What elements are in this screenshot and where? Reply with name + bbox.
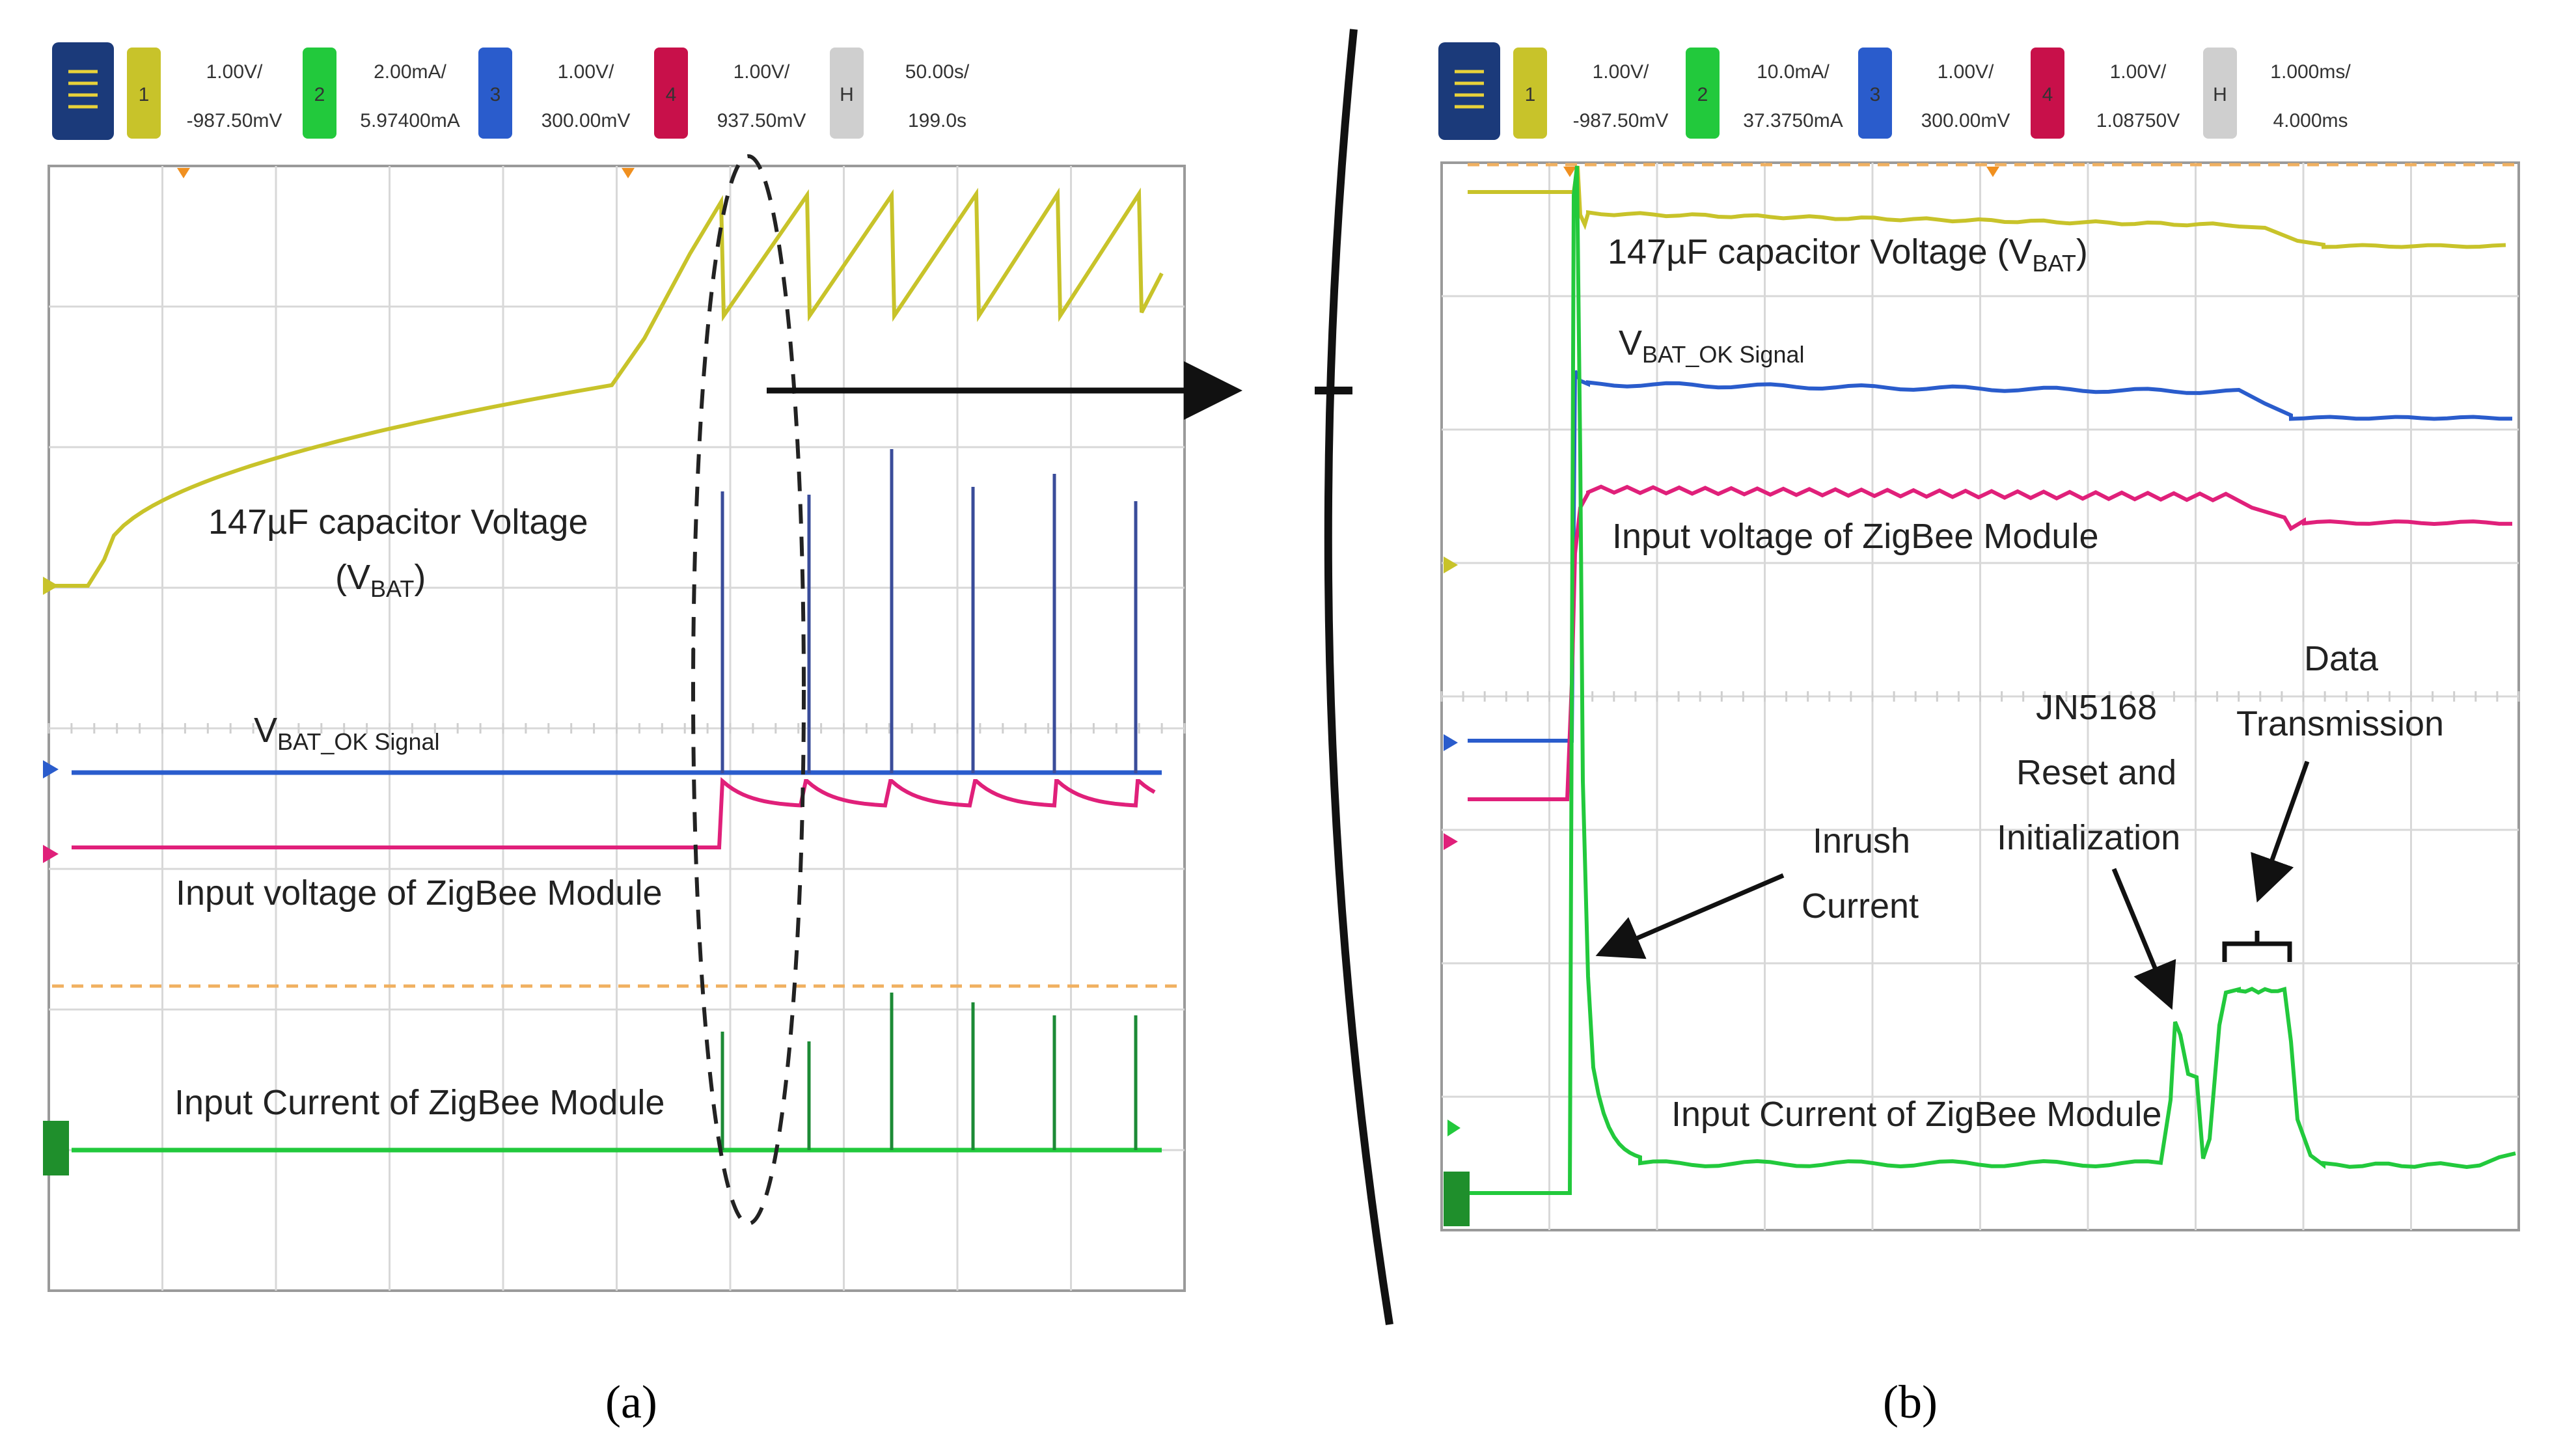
- channel-3-scale: 1.00V/: [558, 61, 614, 83]
- channel-4-offset: 937.50mV: [717, 110, 806, 131]
- channel-3-scale: 1.00V/: [1938, 61, 1994, 83]
- panel-a-zoom-ellipse: [691, 154, 806, 1226]
- panel-b: 1 1.00V/ -987.50mV 2 10.0mA/37.3750mA 3 1.00V/…: [1438, 42, 2520, 1231]
- channel-H-button[interactable]: [830, 48, 864, 139]
- channel-1-id: 1: [139, 84, 150, 105]
- panel-b-inrush-label-line2: Current: [1802, 886, 1919, 926]
- channel-1-scale: 1.00V/: [206, 61, 263, 83]
- menu-icon[interactable]: [1438, 42, 1500, 140]
- panel-a-trigger-marker-1: [177, 168, 190, 178]
- ch4-marker-icon: [43, 845, 59, 863]
- channel-3-id: 3: [1870, 84, 1881, 105]
- panel-a-zigbee-current-label: Input Current of ZigBee Module: [174, 1083, 665, 1122]
- panel-a-vbat-ok-label: VBAT_OK Signal: [254, 711, 439, 755]
- channel-H-offset: 4.000ms: [2273, 110, 2348, 131]
- channel-H-id: H: [840, 84, 854, 105]
- channel-H-id: H: [2213, 84, 2227, 105]
- channel-4-id: 4: [666, 84, 677, 105]
- panel-b-channel-markers: [1444, 556, 1470, 1226]
- panel-b-vbat-label: 147µF capacitor Voltage (VBAT): [1608, 232, 2088, 277]
- panel-b-toolbar: 1 1.00V/ -987.50mV 2 10.0mA/37.3750mA 3 1.00V/…: [1438, 42, 2351, 140]
- channel-1-offset: -987.50mV: [1573, 110, 1669, 131]
- channel-4-scale: 1.00V/: [733, 61, 790, 83]
- panel-b-inrush-label-line1: Inrush: [1813, 821, 1910, 860]
- panel-b-series-zigbee-current: [1468, 165, 2516, 1195]
- channel-1-offset: -987.50mV: [187, 110, 282, 131]
- channel-4-button[interactable]: [2031, 48, 2064, 139]
- panel-a-current-pulses: [720, 993, 1138, 1150]
- panel-a-vbat-label-line2: (VBAT): [335, 558, 426, 602]
- channel-3-offset: 300.00mV: [542, 110, 631, 131]
- channel-4-button[interactable]: [654, 48, 688, 139]
- panel-a-zigbee-voltage-label: Input voltage of ZigBee Module: [176, 873, 662, 913]
- panel-a-vbat-label-line1: 147µF capacitor Voltage: [208, 502, 588, 542]
- channel-1-button[interactable]: [127, 48, 161, 139]
- panel-b-data-arrow: [2251, 760, 2310, 903]
- channel-H-offset: 199.0s: [908, 110, 967, 131]
- channel-2-id: 2: [1697, 84, 1708, 105]
- ch2-marker-icon: [43, 1121, 69, 1175]
- panel-a-trigger-marker-2: [622, 168, 635, 178]
- caption-a: (a): [605, 1376, 657, 1428]
- ch4-marker-icon: [1444, 833, 1458, 850]
- panel-b-data-label-line1: Data: [2304, 639, 2379, 678]
- panel-b-vbat-ok-label: VBAT_OK Signal: [1619, 323, 1804, 368]
- channel-4-id: 4: [2042, 84, 2053, 105]
- channel-2-id: 2: [314, 84, 325, 105]
- panel-b-trigger-marker-1: [1563, 167, 1576, 177]
- panel-b-series-vbat-ok: [1468, 370, 2513, 743]
- caption-b: (b): [1883, 1376, 1938, 1428]
- channel-1-button[interactable]: [1513, 48, 1547, 139]
- panel-a: 1 1.00V/ -987.50mV 2 2.00mA/5.97400mA 3 1.00V/…: [43, 42, 1242, 1292]
- channel-H-button[interactable]: [2203, 48, 2237, 139]
- channel-H-scale: 50.00s/: [905, 61, 970, 83]
- trigger-marker-icon: [1447, 1119, 1460, 1136]
- panel-a-grid: [48, 166, 1186, 1291]
- panel-a-vbat-ok-spikes: [720, 449, 1138, 773]
- channel-2-scale: 2.00mA/: [374, 61, 446, 83]
- menu-icon[interactable]: [52, 42, 114, 140]
- channel-2-offset: 37.3750mA: [1743, 110, 1843, 131]
- channel-3-id: 3: [490, 84, 501, 105]
- channel-2-scale: 10.0mA/: [1757, 61, 1830, 83]
- ch3-marker-icon: [1444, 734, 1458, 751]
- panel-b-inrush-arrow: [1595, 873, 1785, 959]
- channel-H-scale: 1.000ms/: [2270, 61, 2351, 83]
- panel-b-data-label-line2: Transmission: [2236, 704, 2444, 743]
- channel-3-button[interactable]: [478, 48, 512, 139]
- panel-b-grid: [1440, 163, 2520, 1230]
- channel-4-scale: 1.00V/: [2110, 61, 2167, 83]
- panel-b-data-brace: [2222, 931, 2292, 962]
- channel-4-offset: 1.08750V: [2096, 110, 2180, 131]
- panel-a-toolbar: 1 1.00V/ -987.50mV 2 2.00mA/5.97400mA 3 1.00V/…: [52, 42, 970, 140]
- panel-b-jn5168-label-line1: JN5168: [2036, 688, 2157, 727]
- zoom-bracket: [1324, 29, 1393, 1325]
- channel-3-button[interactable]: [1858, 48, 1892, 139]
- ch2-marker-icon: [1444, 1172, 1470, 1226]
- panel-a-series-vbat: [52, 187, 1164, 588]
- panel-b-jn5168-arrow: [2111, 868, 2176, 1010]
- panel-b-jn5168-label-line2: Reset and: [2016, 753, 2176, 792]
- channel-1-id: 1: [1525, 84, 1536, 105]
- panel-b-series-zigbee-voltage: [1468, 484, 2512, 801]
- panel-a-channel-markers: [43, 577, 69, 1175]
- ch1-marker-icon: [1444, 556, 1458, 573]
- panel-b-zigbee-current-label: Input Current of ZigBee Module: [1671, 1095, 2161, 1134]
- channel-2-offset: 5.97400mA: [360, 110, 459, 131]
- panel-b-trigger-marker-2: [1986, 167, 1999, 177]
- ch3-marker-icon: [43, 760, 59, 778]
- channel-3-offset: 300.00mV: [1921, 110, 2010, 131]
- channel-2-button[interactable]: [1686, 48, 1720, 139]
- ch1-marker-icon: [43, 577, 59, 595]
- panel-a-series-zigbee-voltage: [72, 776, 1156, 849]
- panel-b-zigbee-voltage-label: Input voltage of ZigBee Module: [1612, 517, 2098, 556]
- panel-b-jn5168-label-line3: Initialization: [1997, 818, 2180, 857]
- panel-b-series-vbat: [1468, 165, 2506, 249]
- channel-2-button[interactable]: [303, 48, 336, 139]
- channel-1-scale: 1.00V/: [1593, 61, 1649, 83]
